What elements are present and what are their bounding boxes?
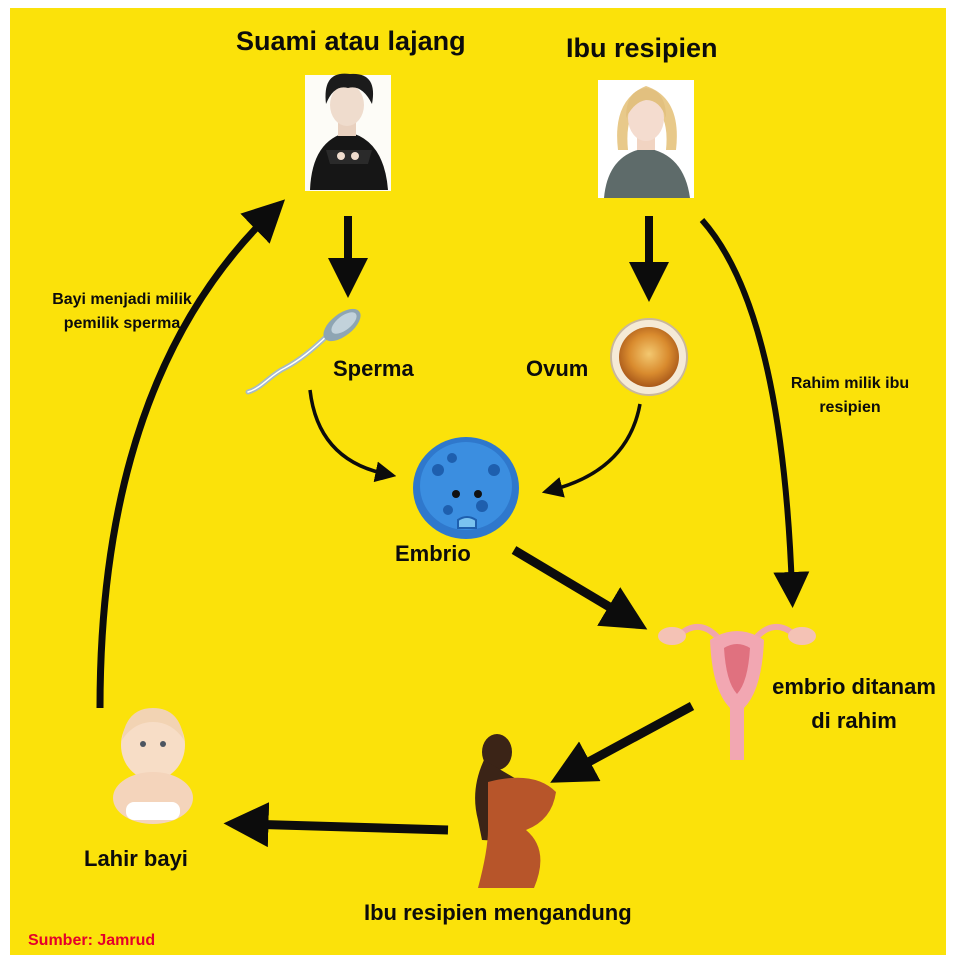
edge-womb-owner-line2: resipien bbox=[780, 396, 920, 420]
woman-portrait-icon bbox=[598, 80, 694, 198]
edge-baby-owner-line1: Bayi menjadi milik bbox=[22, 288, 222, 312]
node-pregnant-label: Ibu resipien mengandung bbox=[364, 900, 632, 926]
node-husband-label: Suami atau lajang bbox=[236, 26, 466, 57]
ovum-cell-icon bbox=[611, 319, 687, 395]
node-sperm-label: Sperma bbox=[333, 356, 414, 382]
edge-womb-owner-label: Rahim milik ibu resipien bbox=[780, 372, 920, 420]
embryo-blob-icon bbox=[413, 437, 519, 539]
arrow-pregnant-to-baby bbox=[246, 824, 448, 830]
arrow-embryo-to-womb bbox=[514, 550, 628, 618]
node-implant-line2: di rahim bbox=[766, 704, 942, 738]
man-portrait-icon bbox=[305, 74, 391, 191]
baby-icon bbox=[113, 708, 193, 824]
edge-baby-owner-line2: pemilik sperma bbox=[22, 312, 222, 336]
node-embryo-label: Embrio bbox=[395, 541, 471, 567]
arrow-ovum-to-embryo bbox=[552, 404, 640, 490]
node-recipient-mother-label: Ibu resipien bbox=[566, 33, 718, 64]
node-implant-line1: embrio ditanam bbox=[766, 670, 942, 704]
node-birth-label: Lahir bayi bbox=[84, 846, 188, 872]
source-credit: Sumber: Jamrud bbox=[28, 932, 155, 950]
node-implant-label: embrio ditanam di rahim bbox=[766, 670, 942, 738]
arrow-womb-to-pregnant bbox=[570, 706, 692, 772]
edge-baby-owner-label: Bayi menjadi milik pemilik sperma bbox=[22, 288, 222, 336]
pregnant-woman-icon bbox=[475, 734, 556, 888]
node-ovum-label: Ovum bbox=[526, 356, 588, 382]
edge-womb-owner-line1: Rahim milik ibu bbox=[780, 372, 920, 396]
arrow-mother-to-womb bbox=[702, 220, 792, 590]
arrow-sperm-to-embryo bbox=[310, 390, 386, 474]
